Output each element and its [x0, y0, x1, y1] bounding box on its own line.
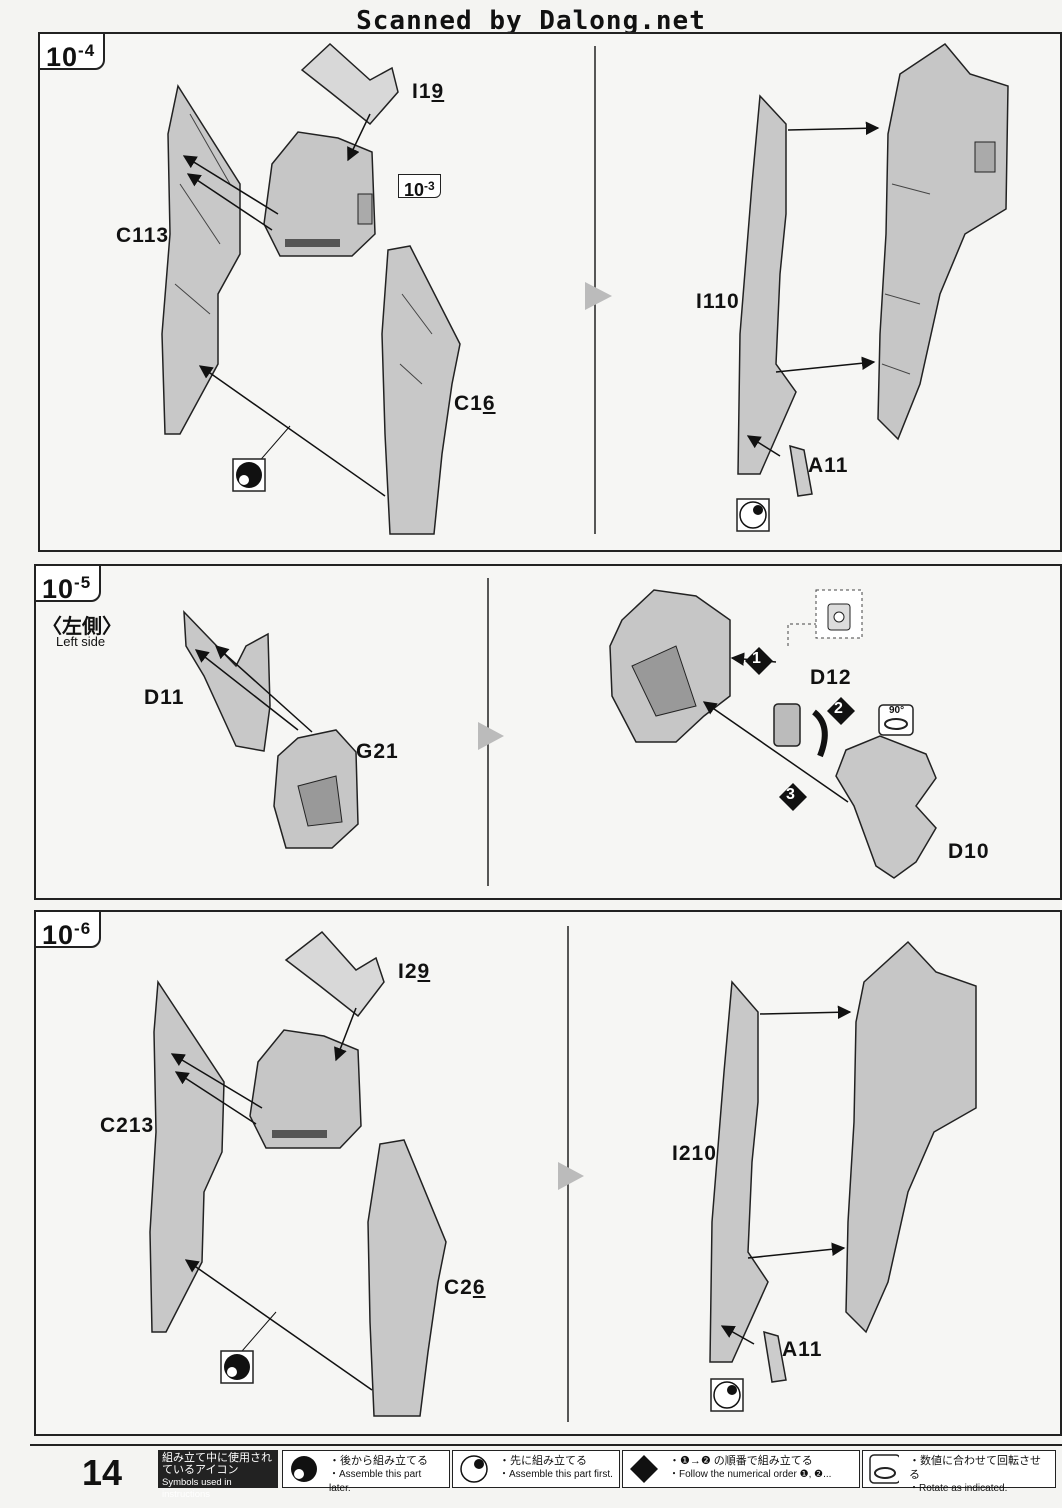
part-label-c2-6: C26 [444, 1276, 486, 1299]
part-label-i2-9: I29 [398, 960, 431, 983]
order-1-icon [745, 647, 773, 675]
legend-first-en: ・Assemble this part first. [499, 1469, 613, 1480]
assemble-first-icon [710, 1378, 744, 1412]
order-1-label: 1 [752, 650, 761, 667]
assemble-later-icon [232, 458, 266, 492]
legend-rotate-en: ・Rotate as indicated. [909, 1483, 1008, 1494]
step-10-4-illustration [161, 42, 1009, 535]
assemble-later-icon [220, 1350, 254, 1384]
order-2-icon [827, 697, 855, 725]
part-label-i1-9: I19 [412, 80, 445, 103]
part-label-c1-13: C113 [116, 224, 170, 247]
step-10-4-panel: 10-4 [38, 32, 1062, 552]
left-side-sublabel: Left side [56, 634, 106, 649]
step-10-6-panel: 10-6 I29 C213 [34, 910, 1062, 1436]
order-3-icon [779, 783, 807, 811]
left-side-label: 〈左側〉 [42, 616, 122, 638]
legend-numerical-order: ・❶→❷ の順番で組み立てる ・Follow the numerical ord… [622, 1450, 860, 1488]
part-label-a-11: A11 [808, 454, 849, 477]
step-10-4-tag: 10-4 [38, 32, 106, 72]
legend-assemble-later: ・後から組み立てる ・Assemble this part later. [282, 1450, 450, 1494]
part-label-i1-10: I110 [696, 290, 740, 313]
part-label-a-11: A11 [782, 1338, 823, 1361]
assemble-first-icon [736, 498, 770, 532]
legend-order-jp: ・❶→❷ の順番で組み立てる [669, 1455, 813, 1467]
part-label-d-10: D10 [948, 840, 990, 863]
page-number: 14 [82, 1452, 123, 1493]
part-label-d-12: D12 [810, 666, 852, 689]
legend-first-jp: ・先に組み立てる [499, 1455, 587, 1467]
part-label-c2-13: C213 [100, 1114, 155, 1137]
step-10-5-tag: 10-5 [34, 564, 102, 604]
part-label-i2-10: I210 [672, 1142, 717, 1165]
legend-assemble-first: ・先に組み立てる ・Assemble this part first. [452, 1450, 620, 1488]
step-10-6-tag: 10-6 [34, 910, 102, 950]
legend-rotate-jp: ・数値に合わせて回転させる [909, 1455, 1041, 1481]
assemble-later-icon [291, 1456, 317, 1482]
step-10-5-illustration [183, 578, 937, 886]
legend-title: 組み立て中に使用されているアイコン Symbols used in instru… [158, 1450, 278, 1500]
step-10-5-panel: 10-5 〈左側〉 Left side 1 2 3 [34, 564, 1062, 900]
rotate-90-icon [869, 1454, 899, 1484]
legend-later-en: ・Assemble this part later. [329, 1469, 422, 1494]
order-3-label: 3 [786, 786, 795, 803]
footer-rule [30, 1444, 1062, 1446]
assemble-first-icon [460, 1455, 488, 1483]
rotate-90-icon [878, 704, 914, 736]
part-label-d-11: D11 [144, 686, 185, 709]
rotate-90-label: 90° [889, 705, 905, 716]
legend-later-jp: ・後から組み立てる [329, 1455, 428, 1467]
numerical-order-icon [630, 1455, 658, 1483]
legend-order-en: ・Follow the numerical order ❶, ❷... [669, 1469, 832, 1480]
order-2-label: 2 [834, 700, 843, 717]
legend-rotate: ・数値に合わせて回転させる ・Rotate as indicated. [862, 1450, 1056, 1494]
part-label-g-21: G21 [356, 740, 399, 763]
part-label-c1-6: C16 [454, 392, 496, 415]
ref-tag-10-3: 10-3 [398, 174, 441, 200]
step-10-6-illustration [149, 926, 977, 1422]
watermark: Scanned by Dalong.net [356, 6, 706, 36]
